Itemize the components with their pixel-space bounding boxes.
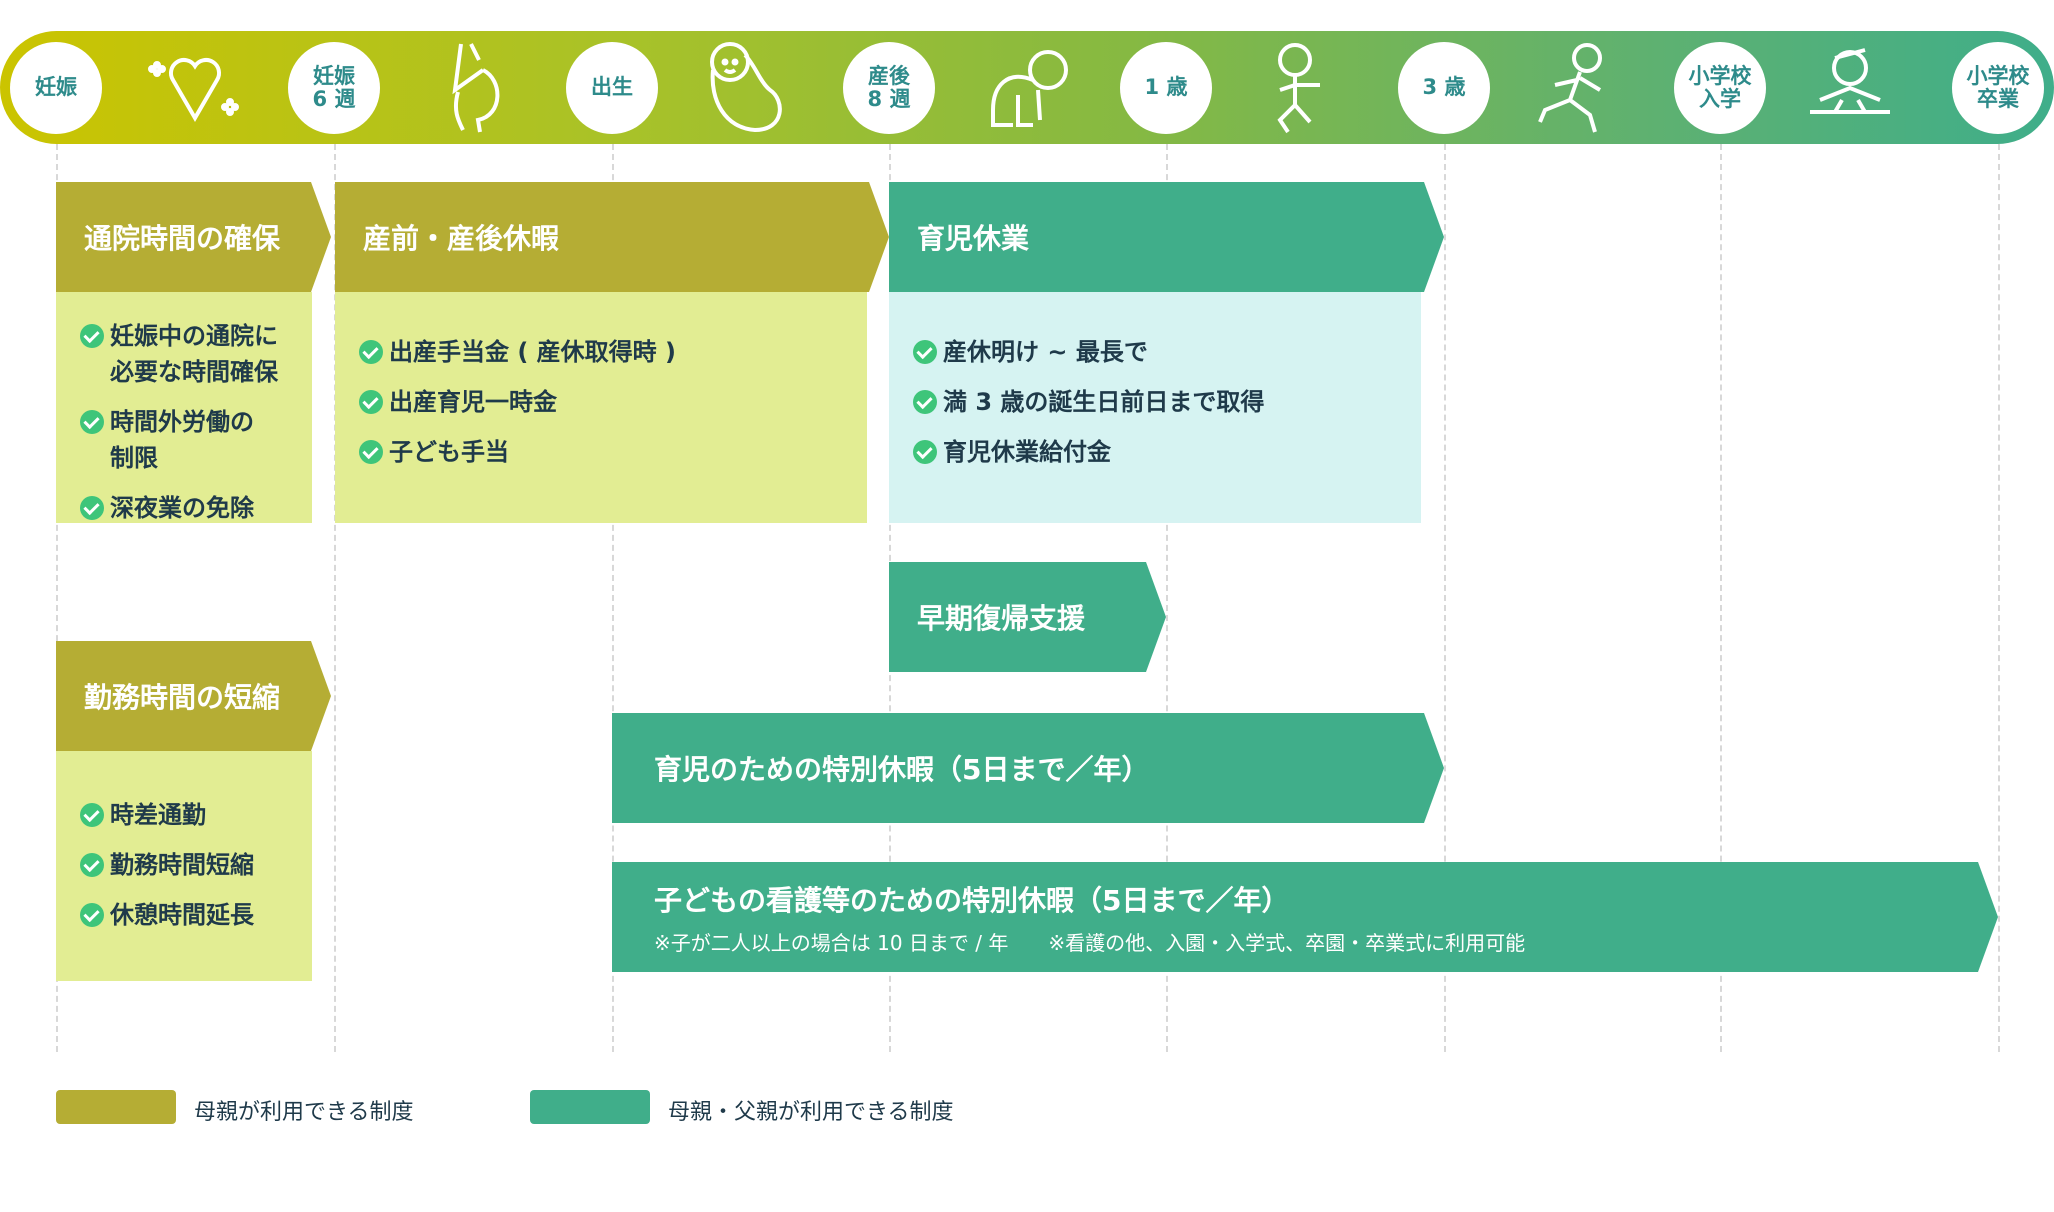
- milestone-6-weeks: 妊娠 6 週: [288, 42, 380, 134]
- note: ※子が二人以上の場合は 10 日まで / 年: [654, 930, 1009, 955]
- milestone-school-graduation: 小学校 卒業: [1952, 42, 2044, 134]
- item-text: 出産育児一時金: [389, 388, 557, 416]
- toddler-icon: [1277, 43, 1320, 134]
- milestone-label: 妊娠 6 週: [312, 63, 356, 111]
- schoolchild-icon: [1810, 48, 1890, 114]
- item-text: 勤務時間短縮: [110, 851, 254, 879]
- item-text: 出産手当金 ( 産休取得時 ): [389, 338, 677, 366]
- milestone-postpartum-8-weeks: 産後 8 週: [843, 42, 935, 134]
- timeline-guide: [334, 144, 336, 1052]
- list-item: 休憩時間延長: [80, 897, 312, 933]
- item-text: 妊娠中の通院に 必要な時間確保: [110, 322, 278, 386]
- nursing-leave-notes: ※子が二人以上の場合は 10 日まで / 年 ※看護の他、入園・入学式、卒園・卒業…: [654, 927, 1525, 956]
- note: ※看護の他、入園・入学式、卒園・卒業式に利用可能: [1048, 930, 1526, 955]
- legend-label-mother: 母親が利用できる制度: [194, 1100, 414, 1125]
- milestone-pregnancy: 妊娠: [10, 42, 102, 134]
- list-item: 勤務時間短縮: [80, 847, 312, 883]
- item-text: 時間外労働の 制限: [110, 408, 254, 472]
- list-item: 満 3 歳の誕生日前日まで取得: [913, 384, 1421, 420]
- timeline-guide: [1166, 144, 1168, 1052]
- milestone-label: 出生: [591, 75, 633, 100]
- list-item: 出産育児一時金: [359, 384, 867, 420]
- childcare-header: 育児休業: [889, 182, 1444, 292]
- short-hours-header: 勤務時間の短縮: [56, 641, 331, 751]
- milestone-label: 妊娠: [35, 75, 77, 100]
- timeline-guide: [1998, 144, 2000, 1052]
- running-child-icon: [1538, 43, 1602, 133]
- timeline-guide: [1720, 144, 1722, 1052]
- check-icon: [80, 853, 104, 877]
- list-item: 時間外労働の 制限: [80, 404, 312, 476]
- milestone-3-years: 3 歳: [1398, 42, 1490, 134]
- childcare-details: 産休明け ~ 最長で 満 3 歳の誕生日前日まで取得 育児休業給付金: [889, 292, 1421, 523]
- special-leave-header: 育児のための特別休暇（5日まで／年）: [612, 713, 1444, 823]
- check-icon: [359, 390, 383, 414]
- milestone-label: 産後 8 週: [867, 63, 911, 111]
- legend-swatch-both: [530, 1090, 650, 1124]
- heart-sparkle-icon: [148, 58, 239, 122]
- legend-swatch-mother: [56, 1090, 176, 1124]
- commute-details: 妊娠中の通院に 必要な時間確保 時間外労働の 制限 深夜業の免除: [56, 292, 312, 523]
- check-icon: [80, 903, 104, 927]
- milestone-label: 3 歳: [1422, 75, 1466, 100]
- check-icon: [913, 340, 937, 364]
- check-icon: [80, 803, 104, 827]
- timeline-guide: [612, 144, 614, 1052]
- milestone-label: 小学校 卒業: [1966, 63, 2030, 111]
- milestone-school-entry: 小学校 入学: [1674, 42, 1766, 134]
- item-text: 育児休業給付金: [943, 438, 1111, 466]
- check-icon: [913, 440, 937, 464]
- maternity-header: 産前・産後休暇: [335, 182, 889, 292]
- pregnant-woman-icon: [452, 43, 500, 133]
- check-icon: [359, 340, 383, 364]
- list-item: 深夜業の免除: [80, 490, 312, 526]
- newborn-baby-icon: [710, 42, 782, 133]
- milestone-birth: 出生: [566, 42, 658, 134]
- check-icon: [359, 440, 383, 464]
- short-hours-details: 時差通勤 勤務時間短縮 休憩時間延長: [56, 751, 312, 981]
- check-icon: [80, 324, 104, 348]
- early-return-header: 早期復帰支援: [889, 562, 1166, 672]
- legend-label-both: 母親・父親が利用できる制度: [668, 1100, 954, 1125]
- milestone-label: 小学校 入学: [1688, 63, 1752, 111]
- maternity-details: 出産手当金 ( 産休取得時 ) 出産育児一時金 子ども手当: [335, 292, 867, 523]
- list-item: 産休明け ~ 最長で: [913, 334, 1421, 370]
- item-text: 満 3 歳の誕生日前日まで取得: [943, 388, 1265, 416]
- list-item: 出産手当金 ( 産休取得時 ): [359, 334, 867, 370]
- list-item: 時差通勤: [80, 797, 312, 833]
- item-text: 深夜業の免除: [110, 494, 254, 522]
- list-item: 子ども手当: [359, 434, 867, 470]
- item-text: 産休明け ~ 最長で: [943, 338, 1148, 366]
- timeline-guide: [56, 144, 58, 1052]
- commute-header: 通院時間の確保: [56, 182, 331, 292]
- crawling-baby-icon: [991, 50, 1068, 127]
- check-icon: [80, 410, 104, 434]
- nursing-leave-title: 子どもの看護等のための特別休暇（5日まで／年）: [654, 883, 1290, 917]
- nursing-leave-header: 子どもの看護等のための特別休暇（5日まで／年） ※子が二人以上の場合は 10 日…: [612, 862, 1998, 972]
- item-text: 時差通勤: [110, 801, 206, 829]
- item-text: 休憩時間延長: [110, 901, 254, 929]
- list-item: 妊娠中の通院に 必要な時間確保: [80, 318, 312, 390]
- check-icon: [80, 496, 104, 520]
- milestone-label: 1 歳: [1144, 75, 1188, 100]
- milestone-1-year: 1 歳: [1120, 42, 1212, 134]
- item-text: 子ども手当: [389, 438, 509, 466]
- timeline-guide: [1444, 144, 1446, 1052]
- list-item: 育児休業給付金: [913, 434, 1421, 470]
- check-icon: [913, 390, 937, 414]
